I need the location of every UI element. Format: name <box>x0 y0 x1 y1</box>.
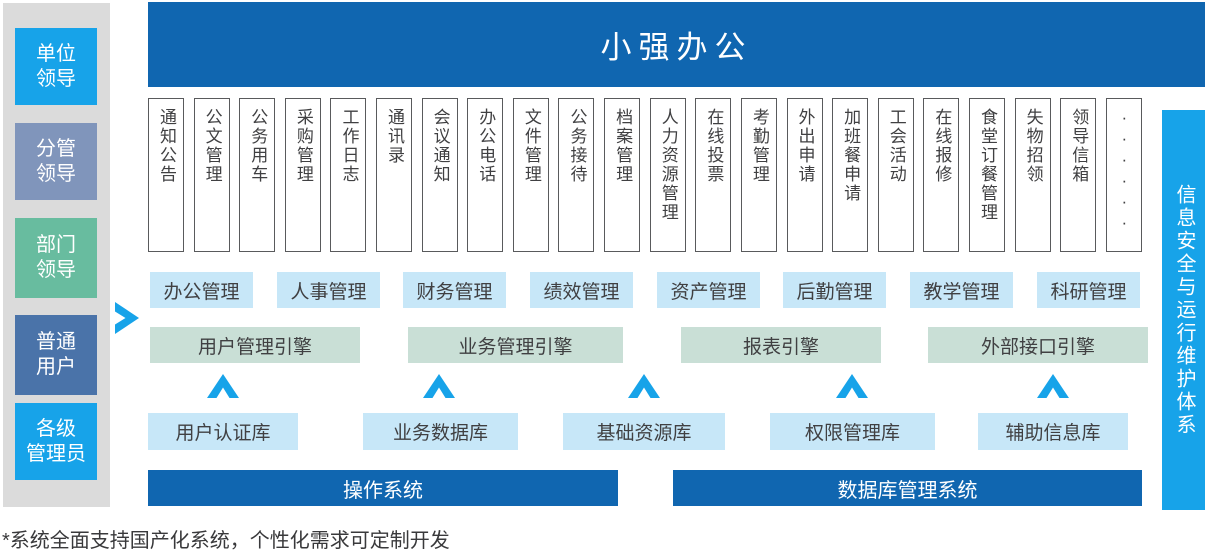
db-permission: 权限管理库 <box>770 413 935 450</box>
role-sidebar: 单位 领导 分管 领导 部门 领导 普通 用户 各级 管理员 <box>3 3 110 507</box>
engine-business-mgmt: 业务管理引擎 <box>408 327 623 363</box>
role-admins: 各级 管理员 <box>15 403 97 480</box>
engine-report: 报表引擎 <box>681 327 881 363</box>
db-base-resource: 基础资源库 <box>563 413 725 450</box>
chevron-up-icon <box>1037 371 1069 398</box>
platform-dbms: 数据库管理系统 <box>673 470 1142 506</box>
module-item: 领导信箱 <box>1060 98 1097 252</box>
module-item: 食堂订餐管理 <box>968 98 1005 252</box>
category-hr-mgmt: 人事管理 <box>277 272 380 308</box>
db-auxiliary-info: 辅助信息库 <box>978 413 1128 450</box>
engine-user-mgmt: 用户管理引擎 <box>150 327 360 363</box>
db-user-auth: 用户认证库 <box>148 413 298 450</box>
app-title-banner: 小强办公 <box>148 2 1205 87</box>
engine-external-api: 外部接口引擎 <box>928 327 1148 363</box>
chevron-up-icon <box>423 371 455 398</box>
module-item: 外出申请 <box>786 98 823 252</box>
category-finance-mgmt: 财务管理 <box>403 272 506 308</box>
module-item-more: ······ <box>1105 98 1142 252</box>
security-ops-bar: 信息安全与运行维护体系 <box>1162 110 1205 510</box>
role-normal-user: 普通 用户 <box>15 315 97 395</box>
category-performance-mgmt: 绩效管理 <box>530 272 633 308</box>
category-logistics-mgmt: 后勤管理 <box>783 272 886 308</box>
chevron-right-icon <box>114 302 141 334</box>
module-item: 公务用车 <box>239 98 276 252</box>
module-item: 公务接待 <box>558 98 595 252</box>
module-item: 考勤管理 <box>740 98 777 252</box>
role-deputy-leader: 分管 领导 <box>15 123 97 200</box>
category-asset-mgmt: 资产管理 <box>657 272 760 308</box>
app-title: 小强办公 <box>600 30 753 65</box>
platform-os: 操作系统 <box>148 470 618 506</box>
category-office-mgmt: 办公管理 <box>150 272 253 308</box>
module-item: 加班餐申请 <box>832 98 869 252</box>
role-unit-leader: 单位 领导 <box>15 28 97 105</box>
module-item: 在线报修 <box>923 98 960 252</box>
module-item: 采购管理 <box>284 98 321 252</box>
module-item: 在线投票 <box>695 98 732 252</box>
module-list: 通知公告 公文管理 公务用车 采购管理 工作日志 通讯录 会议通知 办公电话 文… <box>148 98 1142 252</box>
security-ops-label: 信息安全与运行维护体系 <box>1173 183 1195 437</box>
db-business-data: 业务数据库 <box>363 413 518 450</box>
footnote: *系统全面支持国产化系统，个性化需求可定制开发 <box>2 530 450 552</box>
module-item: 档案管理 <box>604 98 641 252</box>
module-item: 人力资源管理 <box>649 98 686 252</box>
category-teaching-mgmt: 教学管理 <box>910 272 1013 308</box>
role-department-leader: 部门 领导 <box>15 218 97 298</box>
category-research-mgmt: 科研管理 <box>1037 272 1140 308</box>
module-item: 会议通知 <box>421 98 458 252</box>
module-item: 工作日志 <box>330 98 367 252</box>
module-item: 办公电话 <box>467 98 504 252</box>
module-item: 通讯录 <box>376 98 413 252</box>
chevron-up-icon <box>836 371 868 398</box>
module-item: 通知公告 <box>148 98 184 252</box>
chevron-up-icon <box>207 371 239 398</box>
module-item: 文件管理 <box>512 98 549 252</box>
chevron-up-icon <box>628 371 660 398</box>
module-item: 失物招领 <box>1014 98 1051 252</box>
module-item: 公文管理 <box>193 98 230 252</box>
module-item: 工会活动 <box>877 98 914 252</box>
